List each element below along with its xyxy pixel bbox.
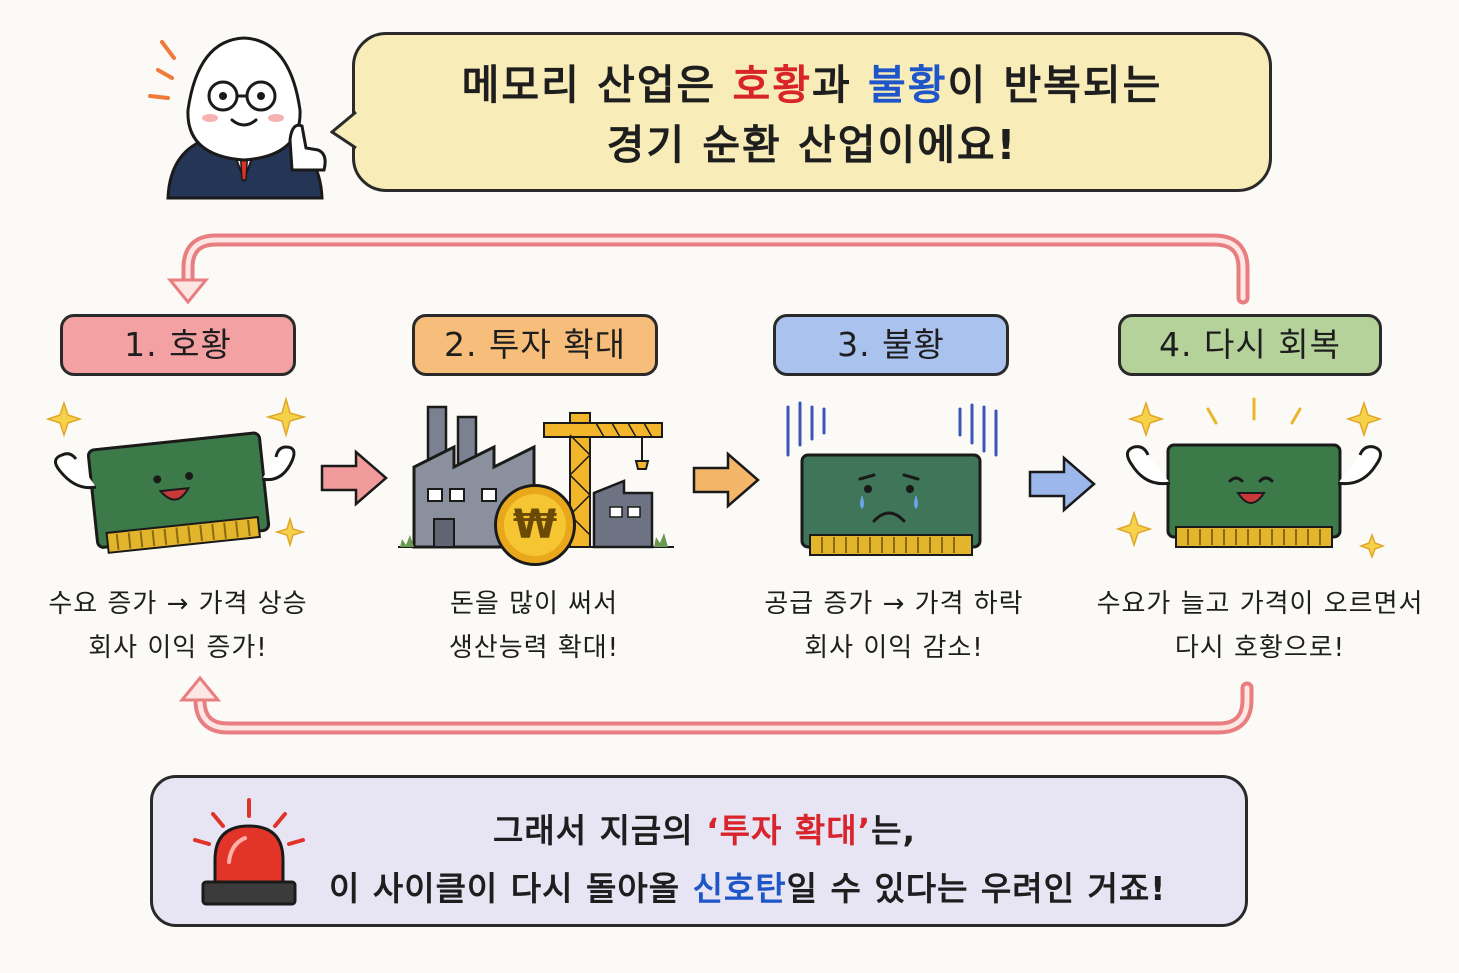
ram-happy-icon bbox=[45, 396, 307, 554]
stage-label-boom: 1. 호황 bbox=[60, 314, 296, 376]
warning-box: 그래서 지금의 ‘투자 확대’는, 이 사이클이 다시 돌아올 신호탄일 수 있… bbox=[150, 775, 1248, 927]
headline-line1: 메모리 산업은 호황과 불황이 반복되는 bbox=[461, 61, 1163, 109]
mascot-icon bbox=[148, 36, 327, 200]
signal-highlight: 신호탄 bbox=[692, 869, 787, 908]
won-coin-icon: ₩ bbox=[494, 484, 576, 566]
stage-label-bust: 3. 불황 bbox=[773, 314, 1009, 376]
stage-label-recovery: 4. 다시 회복 bbox=[1118, 314, 1382, 376]
stage-arrow-1 bbox=[320, 449, 388, 507]
warning-line2: 이 사이클이 다시 돌아올 신호탄일 수 있다는 우려인 거죠! bbox=[329, 869, 1167, 908]
stage-arrow-3 bbox=[1028, 455, 1096, 513]
investment-highlight: ‘투자 확대’ bbox=[706, 811, 872, 850]
stage-arrow-2 bbox=[692, 451, 760, 509]
boom-highlight: 호황 bbox=[732, 61, 812, 109]
headline-line2: 경기 순환 산업이에요! bbox=[606, 121, 1018, 169]
stage-label-investment: 2. 투자 확대 bbox=[412, 314, 658, 376]
ram-recovering-icon bbox=[1115, 397, 1386, 560]
ram-sad-icon bbox=[786, 401, 998, 556]
sparkle-icon bbox=[45, 400, 83, 438]
won-symbol: ₩ bbox=[512, 502, 558, 548]
siren-icon bbox=[193, 798, 305, 906]
bust-highlight: 불황 bbox=[868, 61, 948, 109]
warning-line1: 그래서 지금의 ‘투자 확대’는, bbox=[493, 811, 917, 850]
factory-crane-icon bbox=[398, 405, 674, 549]
bubble-tail bbox=[330, 110, 357, 150]
speech-bubble: 메모리 산업은 호황과 불황이 반복되는 경기 순환 산업이에요! bbox=[352, 32, 1272, 192]
